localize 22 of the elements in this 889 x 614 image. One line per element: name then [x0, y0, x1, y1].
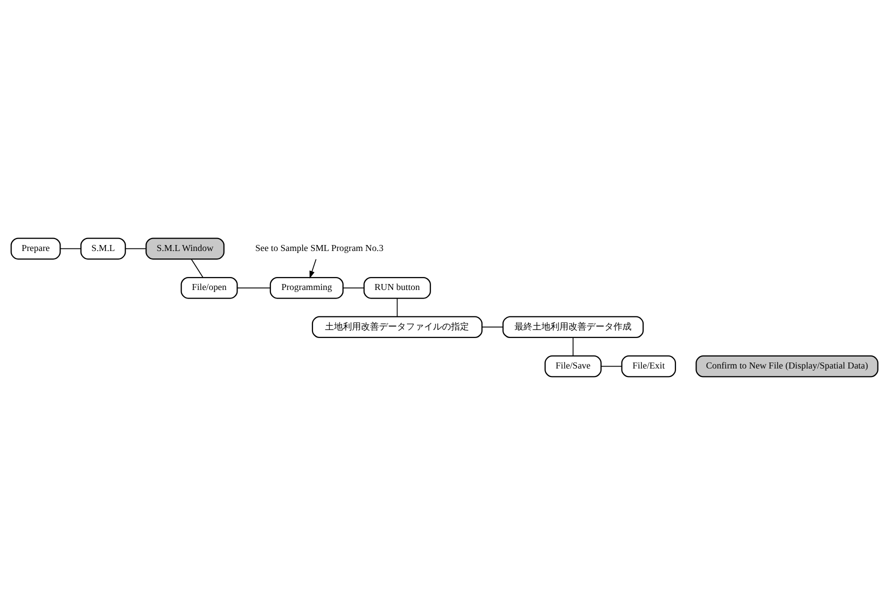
node-box: 土地利用改善データファイルの指定: [312, 316, 483, 338]
connector: [60, 248, 82, 249]
node-box: 最終土地利用改善データ作成: [502, 316, 644, 338]
arrow: [310, 258, 316, 278]
node-box: S.M.L: [80, 237, 126, 260]
connector: [342, 286, 364, 288]
node-box: S.M.L Window: [146, 237, 225, 260]
node-box: Confirm to New File (Display/Spatial Data): [696, 354, 878, 377]
node-box: RUN button: [363, 276, 431, 298]
connector: [600, 365, 622, 366]
node-box: File/Exit: [621, 354, 676, 377]
connector: [482, 326, 504, 328]
connector: [236, 286, 271, 288]
connector: [572, 336, 574, 356]
connector: [190, 258, 204, 278]
node-box: File/open: [180, 276, 238, 298]
node-text: See to Sample SML Program No.3: [255, 242, 384, 252]
node-box: File/Save: [544, 354, 602, 377]
node-box: Programming: [270, 276, 344, 298]
connector: [124, 248, 146, 249]
node-box: Prepare: [10, 237, 61, 260]
connector: [396, 298, 398, 316]
